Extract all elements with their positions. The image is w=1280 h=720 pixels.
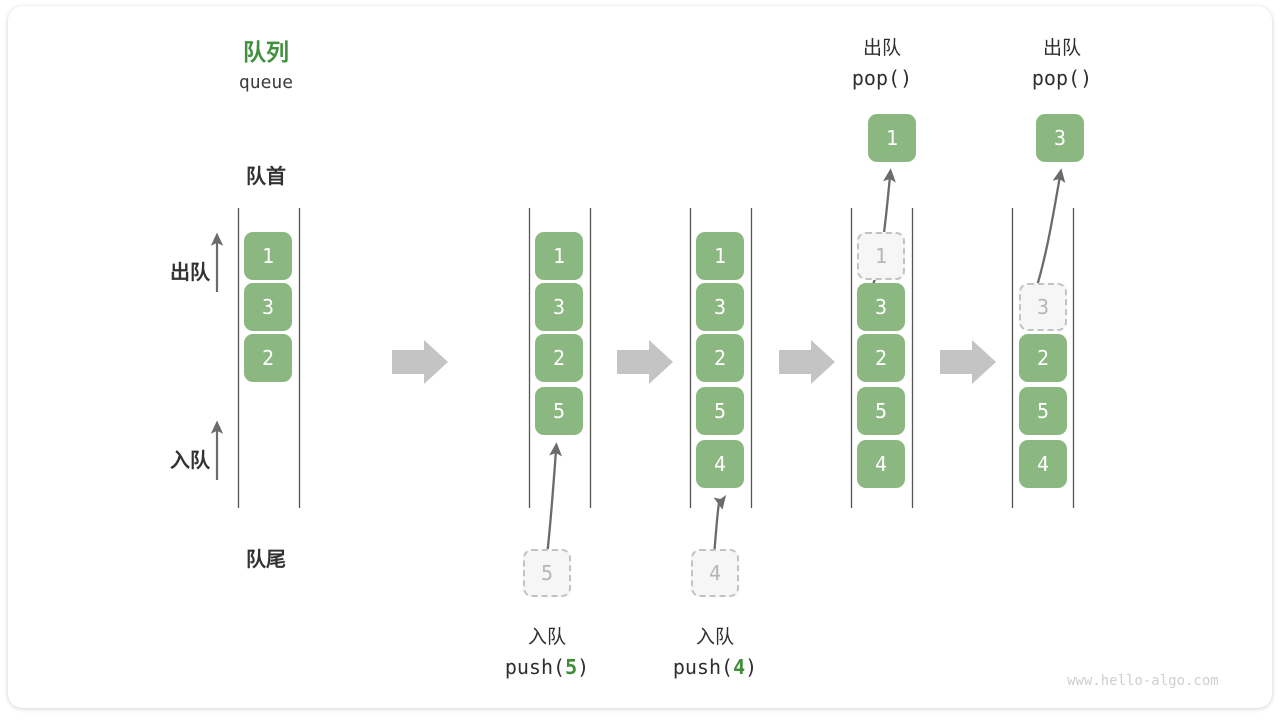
popped-element-1: 1: [868, 114, 916, 162]
queue-cell-new: 4: [696, 440, 744, 488]
diagram-title-en: queue: [238, 72, 294, 93]
front-label: 队首: [246, 164, 286, 188]
queue-cell: 2: [535, 334, 583, 382]
push-5-code-prefix: push(: [504, 655, 566, 679]
queue-cell: 4: [1019, 440, 1067, 488]
push-5-code-suffix: ): [577, 655, 590, 679]
push-5-code-arg: 5: [565, 655, 578, 679]
rear-label: 队尾: [246, 547, 286, 571]
queue-cell: 3: [857, 283, 905, 331]
queue-cell: 1: [535, 232, 583, 280]
push-5-caption-code: push(5): [487, 655, 607, 679]
queue-cell: 5: [696, 387, 744, 435]
push-4-code-suffix: ): [745, 655, 758, 679]
pop-1-code-prefix: pop(: [851, 66, 901, 90]
push-4-code-prefix: push(: [672, 655, 734, 679]
queue-cell: 2: [857, 334, 905, 382]
pop-3-code-suffix: ): [1080, 66, 1093, 90]
queue-cell: 2: [244, 334, 292, 382]
push-5-caption-cn: 入队: [527, 626, 566, 648]
incoming-element-4: 4: [691, 549, 739, 597]
queue-cell: 3: [696, 283, 744, 331]
dequeue-side-label: 出队: [170, 260, 210, 284]
queue-cell-new: 5: [535, 387, 583, 435]
pop-3-caption-cn: 出队: [1042, 37, 1081, 59]
watermark: www.hello-algo.com: [1067, 673, 1219, 689]
popped-element-3: 3: [1036, 114, 1084, 162]
queue-cell: 5: [1019, 387, 1067, 435]
queue-cell-removed: 3: [1019, 283, 1067, 331]
queue-cell: 2: [696, 334, 744, 382]
pop-1-code-suffix: ): [900, 66, 913, 90]
push-4-code-arg: 4: [733, 655, 746, 679]
queue-cell-removed: 1: [857, 232, 905, 280]
queue-cell: 2: [1019, 334, 1067, 382]
queue-cell: 3: [244, 283, 292, 331]
queue-cell: 1: [696, 232, 744, 280]
pop-1-caption-code: pop(): [822, 66, 942, 90]
pop-1-caption-cn: 出队: [862, 37, 901, 59]
push-4-caption-cn: 入队: [695, 626, 734, 648]
diagram-title-cn: 队列: [243, 40, 289, 66]
queue-cell: 3: [535, 283, 583, 331]
diagram-card: [8, 6, 1272, 708]
pop-3-code-prefix: pop(: [1031, 66, 1081, 90]
pop-3-caption-code: pop(): [1002, 66, 1122, 90]
incoming-element-5: 5: [523, 549, 571, 597]
queue-cell: 4: [857, 440, 905, 488]
queue-cell: 5: [857, 387, 905, 435]
enqueue-side-label: 入队: [170, 448, 210, 472]
push-4-caption-code: push(4): [655, 655, 775, 679]
queue-cell: 1: [244, 232, 292, 280]
